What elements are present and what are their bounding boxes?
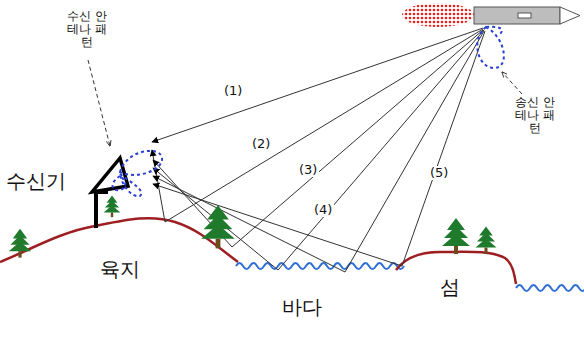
tree [442, 218, 470, 254]
land [0, 218, 238, 262]
missile [402, 3, 580, 27]
antenna-pattern-label: 수신 안테나 패턴 [64, 10, 110, 50]
region-label: 바다 [282, 296, 322, 318]
antenna-pattern-label: 송신 안테나 패턴 [512, 96, 558, 136]
receive-pattern [113, 151, 163, 196]
tree [104, 196, 121, 218]
tree [476, 227, 497, 254]
region-label: 육지 [100, 258, 140, 280]
receiver-antenna [92, 158, 128, 228]
callout-number: (3) [297, 163, 319, 177]
signal-paths [152, 28, 485, 272]
tree [9, 229, 31, 258]
tree [201, 205, 235, 248]
sea [236, 263, 584, 291]
receiver-label: 수신기 [6, 170, 66, 192]
leader-line [88, 60, 110, 146]
transmit-pattern [477, 27, 504, 68]
trees [9, 196, 497, 258]
region-label: 섬 [440, 276, 460, 298]
callout-number: (2) [250, 137, 272, 151]
callout-number: (5) [428, 166, 450, 180]
leader-line [502, 72, 522, 94]
callout-number: (4) [312, 203, 334, 217]
callout-number: (1) [222, 84, 244, 98]
sea-wave [516, 285, 584, 291]
sea-wave [236, 263, 404, 269]
